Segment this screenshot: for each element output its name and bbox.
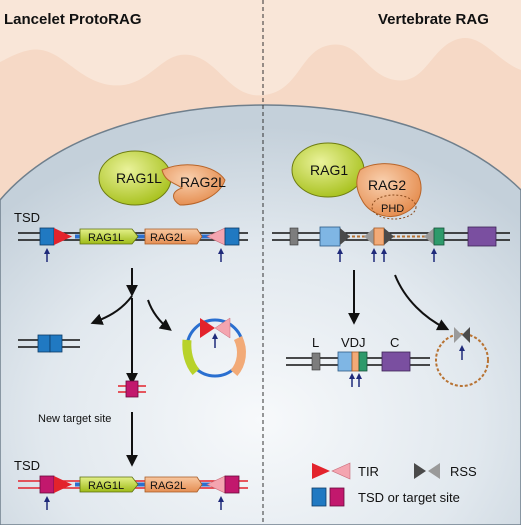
rag1l-protein-label: RAG1L xyxy=(116,170,162,186)
circle-rag2l-segment xyxy=(230,335,246,376)
legend-tir-pink xyxy=(331,462,351,480)
tsd-box-top-left xyxy=(39,227,55,246)
nucleus xyxy=(0,104,521,525)
c-segment-recombined xyxy=(381,351,411,372)
wavy-membrane xyxy=(0,0,521,96)
flow-arrow-left xyxy=(90,295,133,325)
phd-label: PHD xyxy=(381,203,404,215)
legend-tir-label: TIR xyxy=(358,464,379,479)
flow-arrow-right-curve xyxy=(394,274,450,331)
header-right: Vertebrate RAG xyxy=(378,11,489,28)
rag2l-gene xyxy=(144,228,203,245)
tsd-label-bottom: TSD xyxy=(14,458,40,473)
segment-label-c: C xyxy=(390,335,399,350)
legend-tir-red xyxy=(312,463,330,479)
rag2-protein xyxy=(356,163,422,217)
j-segment-recombined xyxy=(358,351,368,372)
flow-arrow-right xyxy=(147,299,172,331)
c-segment-top xyxy=(467,226,497,247)
v-segment-recombined xyxy=(337,351,353,372)
legend-rss-light xyxy=(428,463,440,479)
rag1l-gene xyxy=(79,228,139,245)
tir-left-top xyxy=(54,228,72,245)
d-segment-recombined xyxy=(351,351,360,372)
signal-joint-left xyxy=(454,327,462,343)
legend-rss-dark xyxy=(414,463,426,479)
legend: TIR RSS TSD or target site xyxy=(311,462,477,507)
rag1l-gene-label: RAG1L xyxy=(88,232,124,244)
j-segment-top xyxy=(433,227,445,246)
repaired-donor-dna xyxy=(18,334,80,353)
legend-tsd-blue xyxy=(311,487,327,507)
phd-domain xyxy=(371,194,417,220)
d-segment-top xyxy=(373,227,385,246)
circle-tir-junction-b xyxy=(214,317,231,339)
rag2l-protein xyxy=(161,164,226,206)
excised-circle-right xyxy=(435,333,489,387)
tsd-label-top: TSD xyxy=(14,210,40,225)
l-segment-recombined xyxy=(311,352,321,371)
signal-joint-right xyxy=(462,327,470,343)
v-segment-top xyxy=(319,226,341,247)
circle-tir-junction xyxy=(200,318,215,338)
segment-label-vdj: VDJ xyxy=(341,335,366,350)
legend-tsd-magenta xyxy=(329,487,345,507)
rag2-protein-label: RAG2 xyxy=(368,177,406,193)
new-target-site xyxy=(118,380,146,398)
rss-d-right-top xyxy=(384,228,394,245)
l-segment-top xyxy=(289,227,299,246)
rss-j-top xyxy=(424,228,434,245)
tir-left-bottom xyxy=(54,476,72,493)
rag2l-gene-label: RAG2L xyxy=(150,232,186,244)
rag2l-gene-bottom xyxy=(144,476,203,493)
rag1l-gene-bottom xyxy=(79,476,139,493)
tsd-box-top-right xyxy=(224,227,240,246)
legend-tsd-label: TSD or target site xyxy=(358,490,460,505)
header-left: Lancelet ProtoRAG xyxy=(4,11,142,28)
circle-rag1l-segment xyxy=(182,339,200,375)
tsd-box-bottom-right xyxy=(224,475,240,494)
rss-d-left-top xyxy=(364,228,374,245)
segment-label-l: L xyxy=(312,335,319,350)
legend-rss-label: RSS xyxy=(450,464,477,479)
rag2l-gene-bottom-label: RAG2L xyxy=(150,480,186,492)
rag1l-gene-bottom-label: RAG1L xyxy=(88,480,124,492)
new-target-site-label: New target site xyxy=(38,413,111,425)
rag1-protein-label: RAG1 xyxy=(310,162,348,178)
tsd-box-bottom-left xyxy=(39,475,55,494)
rss-v-top xyxy=(340,228,350,245)
rag2l-protein-label: RAG2L xyxy=(180,174,226,190)
